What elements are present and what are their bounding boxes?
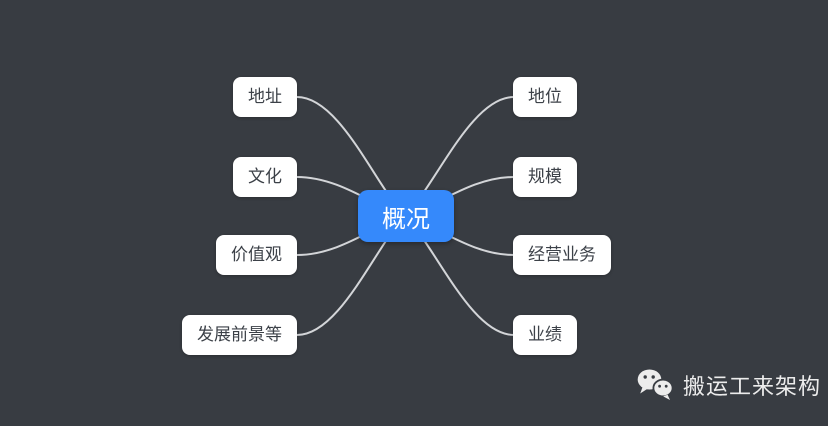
branch-node-culture[interactable]: 文化 — [233, 157, 297, 197]
watermark: 搬运工来架构 — [636, 368, 821, 401]
root-node-label: 概况 — [382, 205, 430, 233]
branch-node-label: 规模 — [528, 167, 562, 186]
branch-node-performance[interactable]: 业绩 — [513, 315, 577, 355]
branch-node-label: 经营业务 — [528, 245, 596, 264]
branch-node-label: 地址 — [248, 87, 282, 106]
branch-node-prospects[interactable]: 发展前景等 — [182, 315, 297, 355]
watermark-text: 搬运工来架构 — [683, 373, 822, 399]
branch-node-business[interactable]: 经营业务 — [513, 235, 611, 275]
branch-node-label: 价值观 — [231, 245, 282, 264]
branch-node-label: 文化 — [248, 167, 282, 186]
branch-node-scale[interactable]: 规模 — [513, 157, 577, 197]
branch-node-label: 地位 — [528, 87, 562, 106]
branch-node-values[interactable]: 价值观 — [216, 235, 297, 275]
branch-node-address[interactable]: 地址 — [233, 77, 297, 117]
root-node[interactable]: 概况 — [358, 190, 454, 242]
branch-node-status[interactable]: 地位 — [513, 77, 577, 117]
wechat-icon — [637, 369, 674, 400]
branch-node-label: 业绩 — [528, 325, 562, 344]
branch-node-label: 发展前景等 — [197, 325, 282, 344]
